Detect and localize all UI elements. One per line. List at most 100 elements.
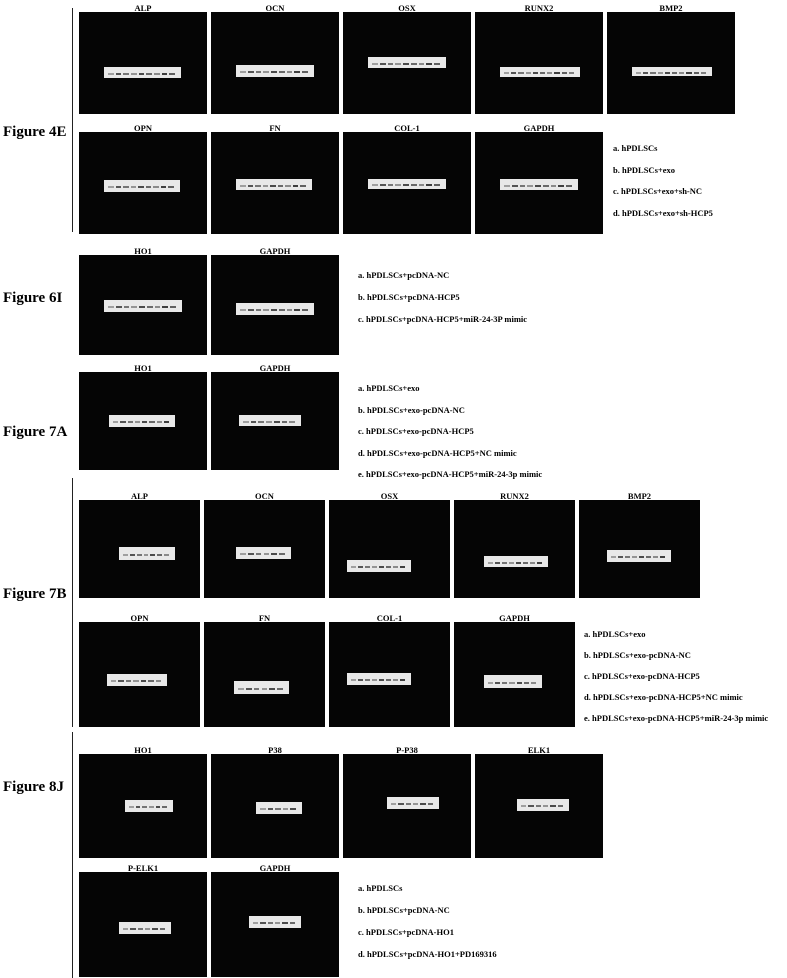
- protein-band: [358, 566, 363, 568]
- protein-band: [511, 185, 518, 187]
- protein-band: [115, 186, 122, 188]
- protein-band: [271, 553, 278, 555]
- western-blot-image: [454, 500, 575, 598]
- blot-panel-title: ALP: [131, 491, 148, 501]
- blot-panel-title: OPN: [130, 613, 149, 623]
- protein-band: [379, 566, 384, 568]
- protein-band: [275, 808, 281, 810]
- legend-item: d. hPDLSCs+pcDNA-HO1+PD169316: [358, 949, 497, 959]
- membrane-strip: [119, 922, 171, 934]
- protein-band: [154, 306, 161, 308]
- protein-band: [292, 185, 299, 187]
- protein-band: [636, 72, 642, 74]
- protein-band: [502, 682, 508, 684]
- protein-band: [427, 803, 433, 805]
- membrane-strip: [607, 550, 671, 562]
- protein-band: [157, 554, 163, 556]
- protein-band: [238, 688, 244, 690]
- membrane-strip: [517, 799, 569, 811]
- protein-band: [488, 562, 493, 564]
- western-blot-image: [79, 622, 200, 727]
- protein-band: [543, 805, 549, 807]
- protein-band: [643, 72, 649, 74]
- protein-band: [123, 554, 128, 556]
- protein-band: [528, 805, 534, 807]
- protein-band: [247, 309, 254, 311]
- protein-band: [245, 688, 252, 690]
- protein-band: [426, 63, 433, 65]
- western-blot-image: [211, 12, 339, 114]
- protein-band: [525, 72, 531, 74]
- western-blot-image: [343, 132, 471, 234]
- protein-band: [550, 805, 556, 807]
- protein-band: [260, 922, 266, 924]
- protein-band: [149, 421, 155, 423]
- western-blot-image: [79, 500, 200, 598]
- western-blot-image: [343, 12, 471, 114]
- membrane-strip: [104, 300, 182, 312]
- figure-label: Figure 6I: [3, 290, 63, 306]
- protein-band: [611, 556, 616, 558]
- protein-band: [240, 309, 246, 311]
- protein-band: [418, 63, 425, 65]
- protein-band: [150, 554, 156, 556]
- protein-band: [294, 309, 301, 311]
- blot-panel-title: HO1: [134, 745, 152, 755]
- blot-panel-title: FN: [258, 613, 271, 623]
- protein-band: [136, 554, 142, 556]
- protein-band: [547, 72, 553, 74]
- protein-band: [142, 806, 147, 808]
- protein-band: [286, 309, 293, 311]
- protein-band: [504, 72, 510, 74]
- protein-band: [387, 184, 394, 186]
- protein-band: [495, 562, 500, 564]
- protein-band: [108, 186, 114, 188]
- protein-band: [131, 306, 138, 308]
- legend-item: a. hPDLSCs+exo: [358, 383, 420, 393]
- protein-band: [300, 185, 306, 187]
- protein-band: [557, 805, 563, 807]
- western-blot-image: [211, 872, 339, 977]
- protein-band: [154, 73, 160, 75]
- bracket-line: [72, 8, 73, 232]
- protein-band: [240, 553, 246, 555]
- protein-band: [372, 184, 378, 186]
- protein-band: [405, 803, 411, 805]
- protein-band: [129, 806, 134, 808]
- protein-band: [250, 421, 257, 423]
- protein-band: [294, 71, 301, 73]
- protein-band: [686, 72, 692, 74]
- blot-panel-title: GAPDH: [499, 613, 530, 623]
- protein-band: [516, 562, 521, 564]
- protein-band: [275, 922, 281, 924]
- protein-band: [420, 803, 426, 805]
- protein-band: [267, 808, 274, 810]
- protein-band: [282, 808, 289, 810]
- protein-band: [137, 928, 143, 930]
- blot-panel-title: RUNX2: [500, 491, 529, 501]
- protein-band: [123, 186, 129, 188]
- protein-band: [488, 682, 494, 684]
- protein-band: [240, 71, 246, 73]
- blot-panel-title: ELK1: [527, 745, 551, 755]
- protein-band: [138, 186, 144, 188]
- membrane-strip: [347, 560, 411, 572]
- protein-band: [639, 556, 644, 558]
- protein-band: [146, 306, 153, 308]
- protein-band: [290, 808, 296, 810]
- protein-band: [262, 185, 269, 187]
- protein-band: [130, 928, 136, 930]
- membrane-strip: [104, 180, 180, 192]
- protein-band: [140, 680, 147, 682]
- blot-panel-title: FN: [269, 123, 281, 133]
- protein-band: [111, 680, 117, 682]
- membrane-strip: [236, 303, 314, 315]
- blot-panel-title: GAPDH: [523, 123, 555, 133]
- protein-band: [434, 184, 440, 186]
- western-blot-image: [79, 372, 207, 470]
- protein-band: [504, 185, 510, 187]
- protein-band: [286, 71, 293, 73]
- western-blot-image: [607, 12, 735, 114]
- membrane-strip: [119, 547, 175, 560]
- protein-band: [393, 679, 398, 681]
